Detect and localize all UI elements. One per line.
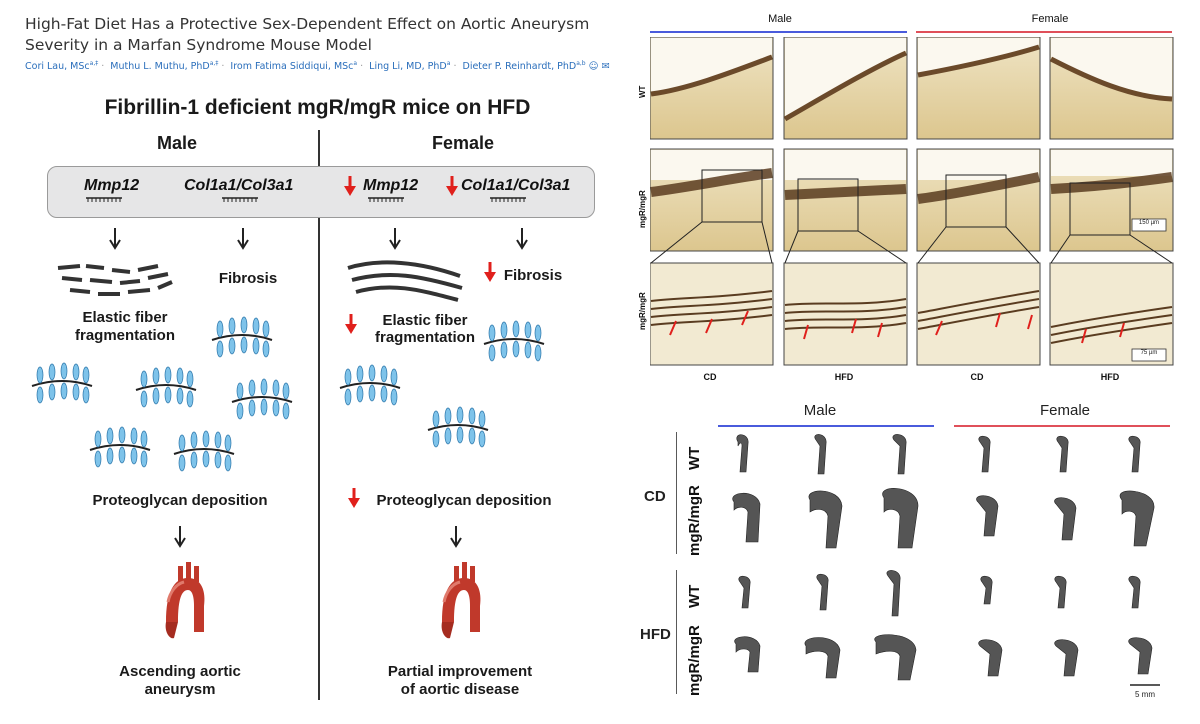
male-proteoglycan-label: Proteoglycan deposition: [92, 492, 268, 509]
male-gene-mmp12: Mmp12: [84, 177, 140, 194]
author-list[interactable]: Cori Lau, MSca,‡· Muthu L. Muthu, PhDa,‡…: [25, 60, 610, 73]
col-label-hfd: HFD: [834, 372, 854, 382]
graphic-illustration: [31, 174, 545, 640]
male-bar: [650, 31, 907, 33]
female-proteoglycan-label: Proteoglycan deposition: [376, 492, 552, 509]
female-outcome-2: of aortic disease: [400, 681, 520, 698]
author-link[interactable]: Ling Li, MD, PhD: [369, 61, 447, 73]
mail-icon[interactable]: ✉: [601, 61, 610, 73]
scale-bar-75: 75 µm: [1140, 350, 1158, 356]
col-label-cd: CD: [703, 372, 717, 382]
row-label-wt: WT: [638, 85, 647, 98]
male-outcome-1: Ascending aortic: [119, 663, 241, 680]
col-label-hfd-2: HFD: [1100, 372, 1120, 382]
female-elastic-label-1: Elastic fiber: [382, 312, 468, 329]
histology-female-label: Female: [1031, 13, 1069, 25]
diet-label-cd: CD: [644, 488, 666, 505]
scale-bar-150: 150 µm: [1138, 220, 1160, 226]
aorta-male-label: Male: [803, 402, 837, 419]
down-arrow-icon: [482, 260, 498, 284]
female-elastic-label-2: fragmentation: [374, 329, 475, 346]
col-label-cd-2: CD: [970, 372, 984, 382]
aorta-male-bar: [718, 425, 934, 427]
male-elastic-label-1: Elastic fiber: [82, 309, 168, 326]
down-arrow-icon: [346, 486, 362, 510]
row-label-mgr: mgR/mgR: [638, 190, 647, 228]
female-heading: Female: [431, 133, 495, 153]
aorta-icon: [164, 560, 206, 640]
female-gene-col: Col1a1/Col3a1: [461, 177, 571, 194]
male-outcome-2: aneurysm: [144, 681, 216, 698]
female-fibrosis-label: Fibrosis: [503, 267, 563, 284]
male-elastic-label-2: fragmentation: [74, 327, 175, 344]
male-heading: Male: [156, 133, 198, 153]
graphic-title: Fibrillin-1 deficient mgR/mgR mice on HF…: [104, 96, 531, 119]
author-link[interactable]: Irom Fatima Siddiqui, MSc: [230, 61, 354, 73]
down-arrow-icon: [342, 174, 358, 198]
male-fibrosis-label: Fibrosis: [218, 270, 278, 287]
aorta-icon: [440, 560, 482, 640]
histology-grid: [650, 37, 1174, 366]
row-label-mgr-zoom: mgR/mgR: [638, 292, 647, 330]
female-outcome-1: Partial improvement: [387, 663, 533, 680]
female-gene-mmp12: Mmp12: [363, 177, 419, 194]
divider-line: [318, 130, 320, 700]
aorta-female-label: Female: [1039, 402, 1091, 419]
down-arrow-icon: [444, 174, 460, 198]
diet-label-hfd: HFD: [640, 626, 671, 643]
male-gene-col: Col1a1/Col3a1: [184, 177, 294, 194]
gene-expression-bar: [47, 166, 595, 218]
person-icon[interactable]: ☺: [588, 61, 599, 73]
author-link[interactable]: Muthu L. Muthu, PhD: [110, 61, 210, 73]
aorta-female-bar: [954, 425, 1170, 427]
histology-male-label: Male: [768, 13, 792, 25]
author-link[interactable]: Cori Lau, MSc: [25, 61, 90, 73]
down-arrow-icon: [343, 312, 359, 336]
female-bar: [916, 31, 1172, 33]
scale-bar-5mm: 5 mm: [1135, 690, 1155, 699]
aorta-samples: [676, 432, 1160, 694]
paper-title: High-Fat Diet Has a Protective Sex-Depen…: [25, 15, 590, 54]
author-link[interactable]: Dieter P. Reinhardt, PhD: [462, 61, 577, 73]
